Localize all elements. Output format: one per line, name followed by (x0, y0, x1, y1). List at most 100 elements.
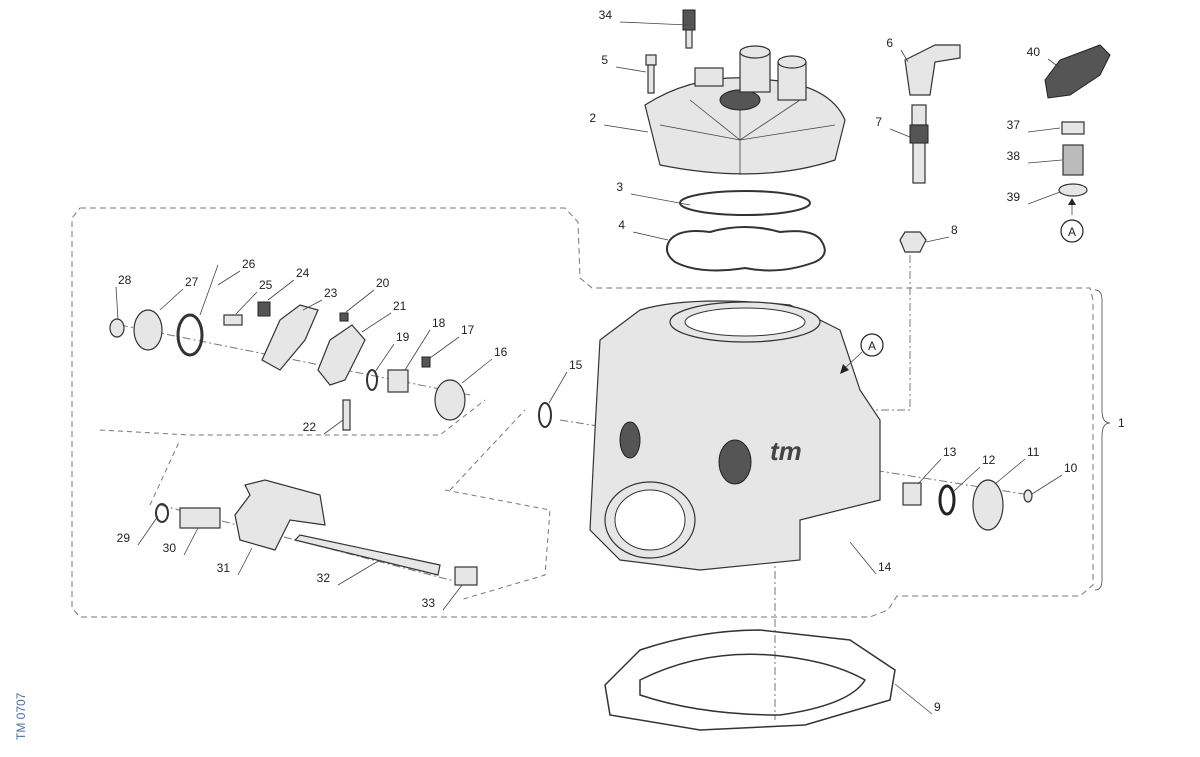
leader-line (849, 541, 877, 575)
lever-21 (317, 324, 366, 386)
callout-11: 11 (1027, 445, 1040, 459)
leader-line (115, 286, 119, 321)
assembly-bracket (1094, 289, 1111, 591)
spark-plug-cap (904, 44, 961, 96)
spacer-37 (1061, 121, 1085, 135)
leader-line (337, 559, 381, 586)
callout-16: 16 (494, 345, 508, 359)
cylinder-head (644, 45, 846, 175)
leader-line (1027, 127, 1061, 133)
pin-22 (342, 399, 351, 431)
callout-31: 31 (217, 561, 231, 575)
callout-32: 32 (317, 571, 331, 585)
valve-31 (234, 479, 326, 551)
leader-line (323, 419, 344, 435)
pulley-27 (133, 309, 163, 351)
leader-line (302, 299, 323, 311)
o-ring-12 (938, 484, 956, 516)
circlip-19 (366, 369, 378, 391)
brand-logo: tm (770, 436, 802, 466)
callout-12: 12 (982, 453, 996, 467)
power-valve-group-outline (71, 207, 1094, 618)
leader-line (429, 336, 460, 359)
diagram-code: TM 0707 (14, 692, 28, 740)
bolt-5 (645, 54, 657, 94)
leader-line (267, 279, 295, 301)
callout-8: 8 (951, 223, 958, 237)
cover-11 (972, 479, 1004, 531)
callout-24: 24 (296, 266, 310, 280)
leader-line (361, 312, 392, 333)
callout-19: 19 (396, 330, 410, 344)
leader-line (894, 683, 933, 715)
cylinder: tm (589, 300, 881, 571)
leader-line (159, 288, 184, 311)
callout-40: 40 (1027, 45, 1041, 59)
callout-15: 15 (569, 358, 583, 372)
callout-22: 22 (303, 420, 317, 434)
nut-28 (109, 318, 125, 338)
shaft-32 (293, 534, 441, 576)
callout-A: A (1068, 225, 1076, 239)
bush-33 (454, 566, 478, 586)
callout-1: 1 (1118, 416, 1125, 430)
nut-8 (899, 231, 927, 253)
pin-25 (223, 314, 243, 326)
callout-5: 5 (601, 53, 608, 67)
washer-10 (1023, 489, 1033, 503)
leader-line (461, 358, 493, 384)
leader-line (1047, 58, 1061, 69)
leader-line (994, 458, 1026, 485)
callout-9: 9 (934, 700, 941, 714)
callout-6: 6 (886, 36, 893, 50)
callout-34: 34 (599, 8, 613, 22)
screw-17 (421, 356, 431, 368)
leader-line (237, 547, 253, 576)
callout-10: 10 (1064, 461, 1078, 475)
leader-line (1031, 474, 1063, 495)
leader-line (374, 343, 395, 373)
leader-line (404, 329, 431, 371)
callout-20: 20 (376, 276, 390, 290)
leader-line (632, 231, 669, 241)
spring-26 (176, 264, 219, 357)
callout-37: 37 (1007, 118, 1021, 132)
callout-13: 13 (943, 445, 957, 459)
leader-line (217, 270, 241, 286)
callout-27: 27 (185, 275, 199, 289)
screw-24 (257, 301, 271, 317)
leader-line (1027, 191, 1061, 205)
leader-line (183, 527, 199, 556)
callout-23: 23 (324, 286, 338, 300)
callout-14: 14 (878, 560, 892, 574)
callout-4: 4 (618, 218, 625, 232)
callout-30: 30 (163, 541, 177, 555)
pressure-sensor (1044, 44, 1111, 99)
leader-line (603, 124, 649, 133)
callout-7: 7 (875, 115, 882, 129)
leader-line (442, 584, 463, 611)
callout-21: 21 (393, 299, 407, 313)
leader-line (235, 291, 258, 315)
leader-line (548, 371, 568, 404)
leader-line (345, 289, 375, 313)
leader-line (1027, 159, 1063, 164)
leader-line (615, 66, 647, 73)
head-gasket (665, 226, 826, 272)
base-gasket (604, 629, 896, 731)
callout-17: 17 (461, 323, 475, 337)
leader-line (619, 21, 689, 26)
temp-sensor (682, 9, 696, 49)
sleeve-38 (1062, 144, 1084, 176)
leader-line (917, 458, 942, 485)
callout-25: 25 (259, 278, 273, 292)
callout-3: 3 (616, 180, 623, 194)
callout-33: 33 (422, 596, 436, 610)
callout-A: A (868, 339, 876, 353)
bush-13 (902, 482, 922, 506)
bush-30 (179, 507, 221, 529)
leader-line (630, 193, 691, 206)
callout-26: 26 (242, 257, 256, 271)
spark-plug (909, 104, 929, 184)
